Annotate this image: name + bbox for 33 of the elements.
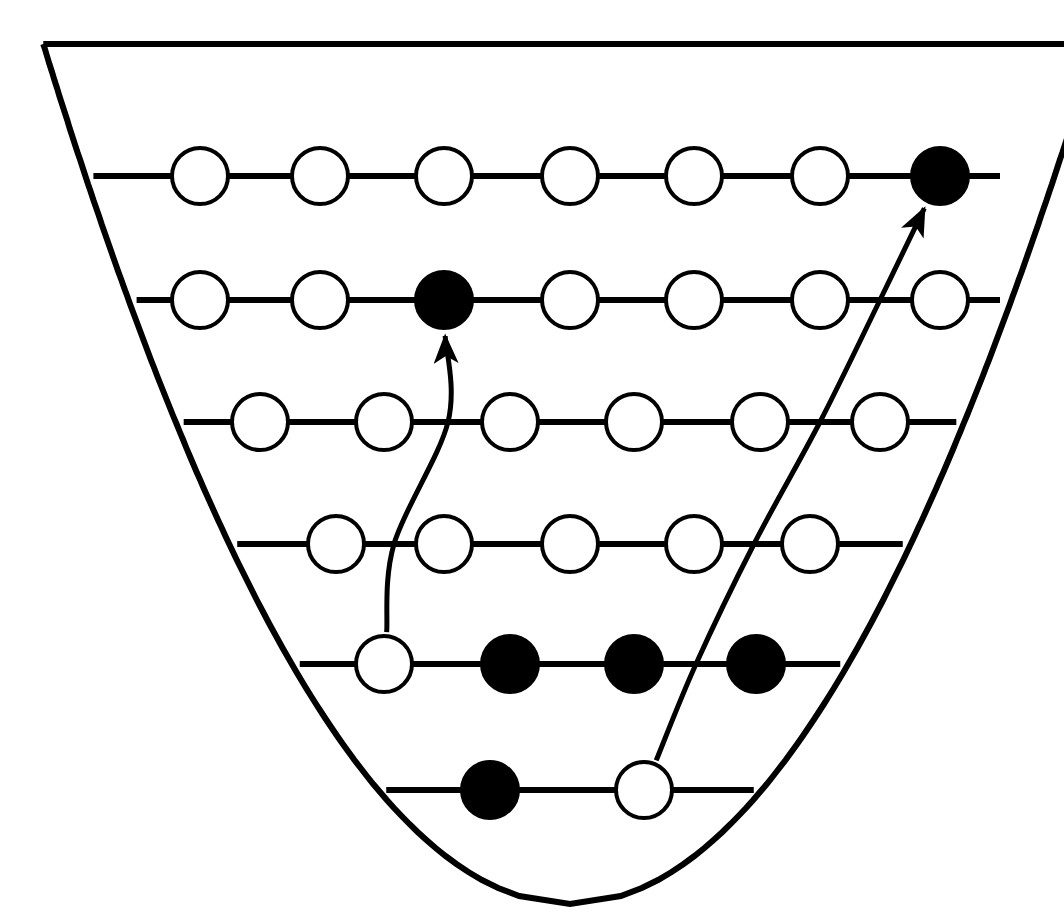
- solid-dot: [480, 634, 540, 694]
- solid-dot: [414, 270, 474, 330]
- hollow-circle: [780, 514, 840, 574]
- hollow-circle: [540, 146, 600, 206]
- hollow-circle: [306, 514, 366, 574]
- hollow-circle: [664, 146, 724, 206]
- hollow-circle: [290, 270, 350, 330]
- hollow-circle: [850, 392, 910, 452]
- hollow-circle: [540, 270, 600, 330]
- hollow-circle: [604, 392, 664, 452]
- hollow-circle: [664, 270, 724, 330]
- solid-dot: [910, 146, 970, 206]
- hollow-circle: [790, 270, 850, 330]
- hollow-circle: [354, 634, 414, 694]
- hollow-circle: [540, 514, 600, 574]
- hollow-circle: [614, 760, 674, 820]
- hollow-circle: [664, 514, 724, 574]
- hollow-circle: [170, 146, 230, 206]
- hollow-circle: [230, 392, 290, 452]
- hollow-circle: [414, 146, 474, 206]
- hollow-circle: [790, 146, 850, 206]
- hollow-circle: [910, 270, 970, 330]
- hollow-circle: [170, 270, 230, 330]
- hollow-circle: [480, 392, 540, 452]
- hollow-circle: [414, 514, 474, 574]
- hollow-circle: [354, 392, 414, 452]
- arrow: [653, 206, 927, 762]
- solid-dot: [726, 634, 786, 694]
- hollow-circle: [290, 146, 350, 206]
- arrow: [384, 333, 460, 633]
- solid-dot: [460, 760, 520, 820]
- hollow-circle: [730, 392, 790, 452]
- solid-dot: [604, 634, 664, 694]
